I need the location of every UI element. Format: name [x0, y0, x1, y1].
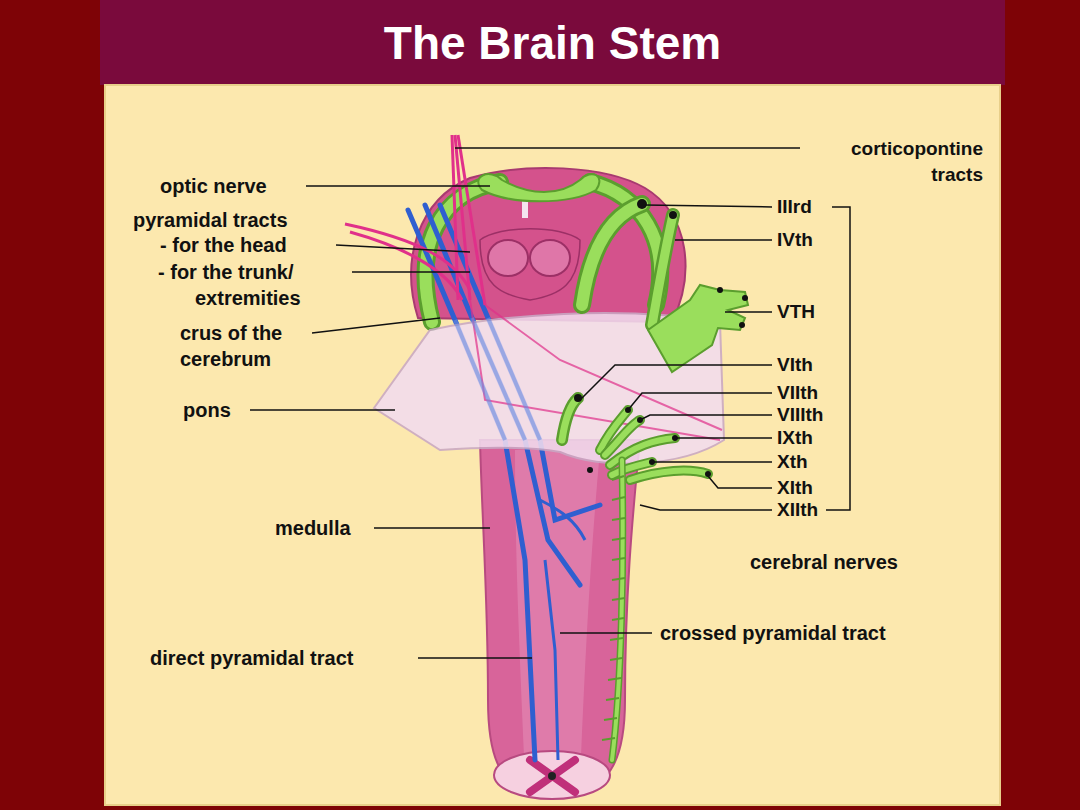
nerve-number: VTH — [777, 299, 827, 325]
nerve-number: XIIth — [777, 497, 833, 523]
part-label: crossed pyramidal tract — [660, 620, 960, 646]
nerve-number: IVth — [777, 227, 827, 253]
nerve-number: IIIrd — [777, 194, 827, 220]
part-label: medulla — [275, 515, 370, 541]
part-label: optic nerve — [160, 173, 300, 199]
nerve-number: Xth — [777, 449, 827, 475]
part-label: direct pyramidal tract — [150, 645, 412, 671]
nerve-number: VIIth — [777, 380, 833, 406]
part-label: corticopontine tracts — [808, 136, 983, 188]
part-label: crus of the cerebrum — [180, 320, 310, 372]
nerve-number: XIth — [777, 475, 833, 501]
nerve-number: VIIIth — [777, 402, 843, 428]
part-label: pyramidal tracts — [133, 207, 313, 233]
part-label: pons — [183, 397, 243, 423]
title-text: The Brain Stem — [100, 0, 1005, 85]
nerve-number: IXth — [777, 425, 833, 451]
part-label: - for the head — [160, 232, 330, 258]
part-label: cerebral nerves — [750, 549, 950, 575]
part-label: - for the trunk/ extremities — [158, 259, 338, 311]
nerve-number: VIth — [777, 352, 827, 378]
